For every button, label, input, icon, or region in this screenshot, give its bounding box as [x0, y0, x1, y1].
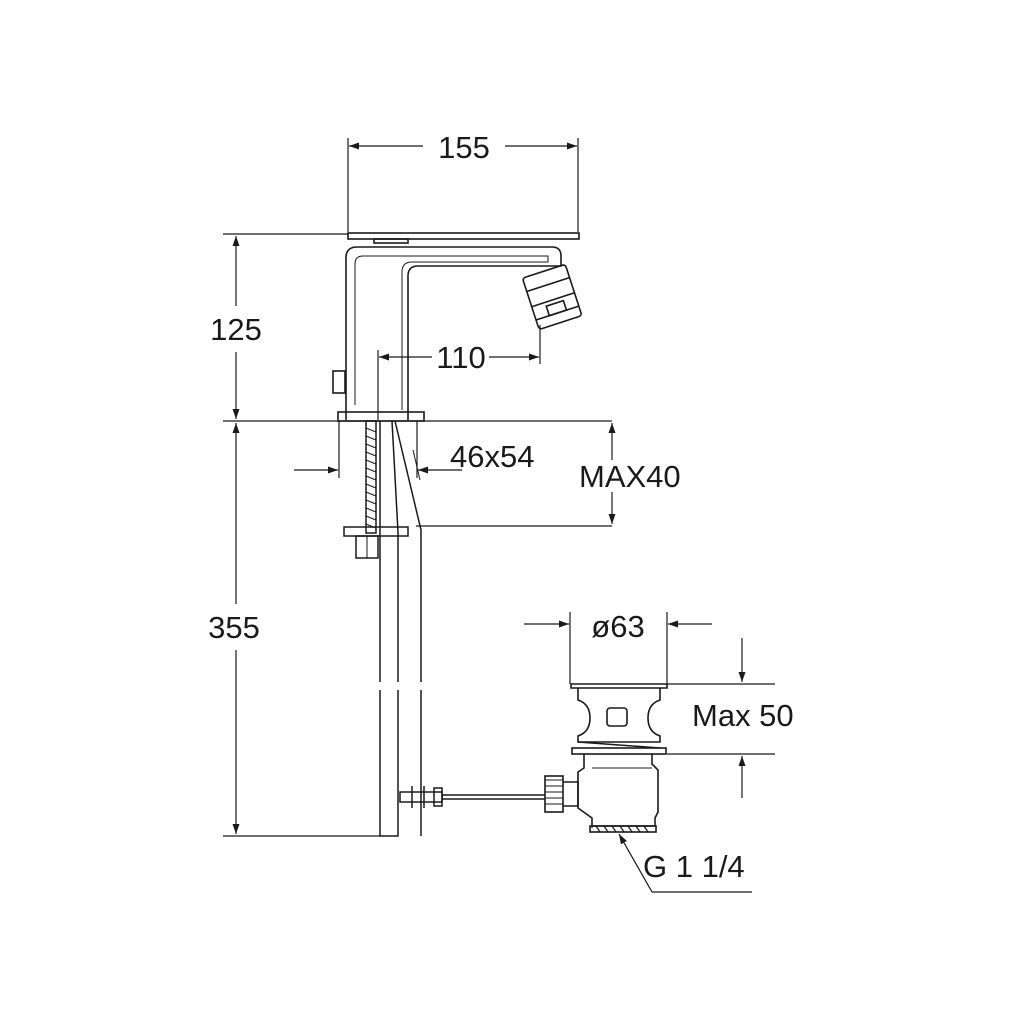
hose-left	[379, 420, 399, 837]
spout-highlight	[354, 255, 549, 410]
mounting-hardware	[343, 420, 422, 837]
label-thread: G 1 1/4	[643, 849, 745, 884]
label-max-deck: MAX40	[579, 459, 681, 494]
waste-body	[577, 754, 659, 827]
hose-right	[394, 420, 422, 836]
dimension-46x54	[294, 421, 462, 478]
dimension-155	[347, 138, 579, 232]
waste-plug	[577, 688, 661, 743]
dimension-max40	[416, 423, 616, 527]
spout-outer	[345, 246, 562, 420]
faucet-base	[337, 411, 425, 422]
waste-assembly	[544, 683, 668, 833]
label-hole-size: 46x54	[450, 439, 534, 474]
label-height-body: 125	[210, 312, 262, 347]
thread-leader	[618, 833, 752, 893]
label-height-total: 355	[208, 610, 260, 645]
dimension-110	[377, 325, 541, 420]
aerator-nozzle	[522, 264, 582, 330]
label-waste-max: Max 50	[692, 698, 794, 733]
popup-knob	[332, 370, 346, 394]
faucet-body	[332, 232, 580, 422]
lever-hinge	[373, 238, 409, 244]
lever-plate	[347, 232, 580, 240]
label-spout-reach: 110	[436, 340, 485, 375]
label-waste-diameter: ø63	[591, 609, 644, 644]
side-connector	[544, 775, 564, 813]
popup-rod	[399, 786, 545, 808]
dimension-d63	[524, 612, 712, 684]
waste-flange	[570, 683, 668, 689]
dimension-355	[223, 423, 380, 837]
dimension-max50	[667, 638, 775, 798]
label-width-top: 155	[438, 130, 490, 165]
